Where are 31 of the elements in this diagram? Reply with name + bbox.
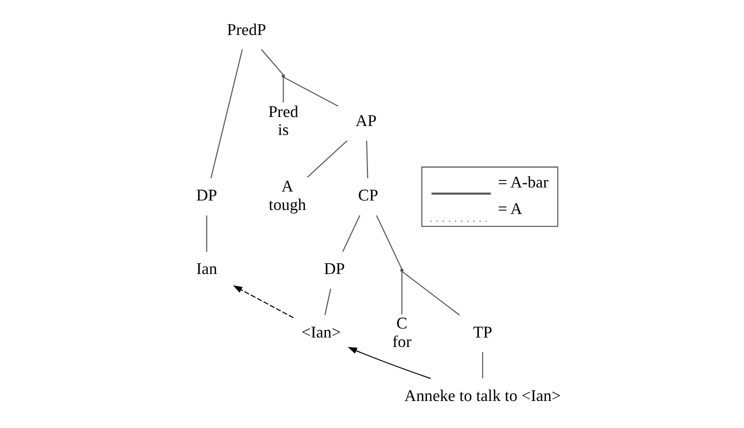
- node-point: [400, 268, 404, 272]
- arrow: [348, 347, 431, 380]
- node-text: DP: [324, 259, 345, 278]
- connector: [482, 352, 484, 378]
- arrow: [233, 285, 294, 318]
- connector: [366, 140, 368, 178]
- node-text: <Ian>: [301, 322, 341, 342]
- node-text: AP: [356, 110, 377, 130]
- node-text: A tough: [268, 176, 306, 214]
- node-text: Anneke to talk to <Ian>: [404, 386, 561, 405]
- node-text: DP: [196, 186, 218, 205]
- node-text: PredP: [227, 20, 266, 39]
- node-text: CP: [358, 186, 378, 205]
- connector: [342, 215, 360, 252]
- node-text: Ian: [196, 259, 218, 278]
- connector: [307, 140, 348, 178]
- connector: [261, 49, 284, 76]
- legend-label: = A: [498, 198, 522, 218]
- node-text: Pred is: [268, 102, 298, 140]
- node-text: C for: [392, 313, 412, 351]
- connector: [283, 76, 338, 107]
- node-point: [282, 74, 285, 78]
- connector: [282, 77, 284, 103]
- connector: [376, 215, 402, 270]
- connector: [402, 271, 460, 316]
- connector: [210, 49, 243, 178]
- connector: [206, 215, 208, 252]
- node-text: TP: [473, 322, 492, 342]
- connector: [324, 288, 332, 316]
- connector: [401, 272, 402, 314]
- legend-label: = A-bar: [498, 172, 548, 192]
